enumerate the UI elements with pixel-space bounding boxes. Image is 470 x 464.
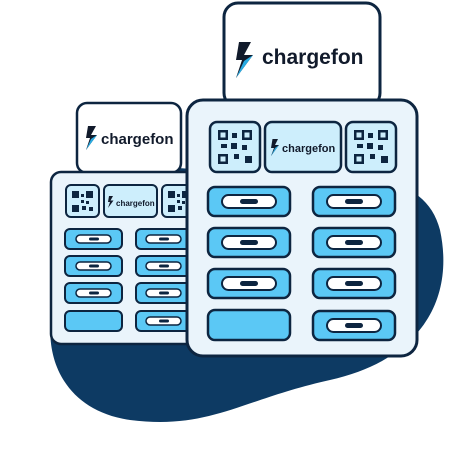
station-large-bolt-icon <box>236 42 253 78</box>
station-small-screen <box>103 184 158 218</box>
station-small-screen-bolt-icon <box>108 196 114 208</box>
station-large: chargefon chargefon <box>185 1 419 358</box>
station-small-logo-text: chargefon <box>101 131 174 148</box>
station-small-screen-text: chargefon <box>116 199 155 208</box>
qr-code-icon <box>218 130 252 164</box>
qr-code-icon <box>354 130 388 164</box>
station-large-screen <box>263 120 343 174</box>
station-small-bolt-icon <box>86 126 97 150</box>
station-large-logo-text: chargefon <box>262 46 364 69</box>
station-small-slots-right <box>135 228 194 332</box>
station-large-slots-left <box>206 185 292 342</box>
station-large-screen-bolt-icon <box>271 139 279 156</box>
station-small-slots-left <box>64 228 123 332</box>
station-large-screen-text: chargefon <box>282 143 335 155</box>
station-large-slots-right <box>311 185 397 342</box>
qr-code-icon <box>72 191 93 212</box>
station-small: chargefon chargefon <box>49 101 201 346</box>
